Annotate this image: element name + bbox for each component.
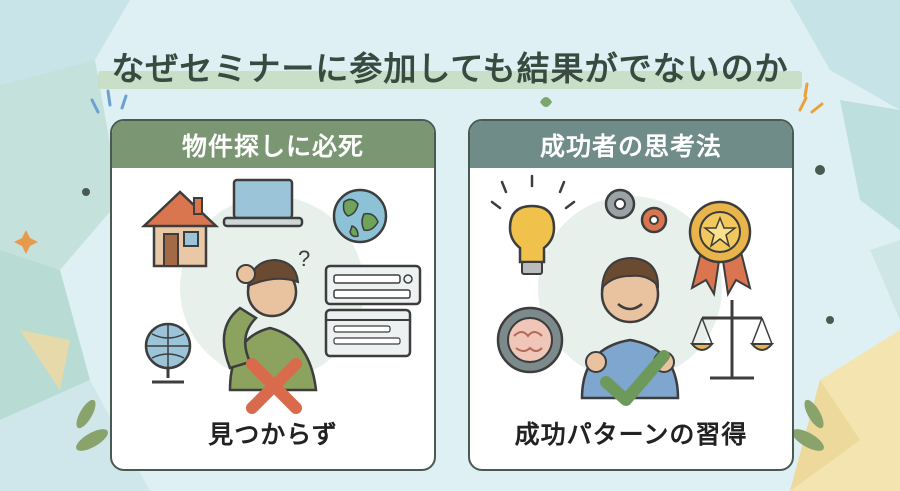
laptop-icon [222,178,304,228]
left-panel-header-label: 物件探しに必死 [181,131,364,161]
right-panel-illustration [490,174,775,406]
right-panel-header-label: 成功者の思考法 [539,131,722,161]
right-panel-caption: 成功パターンの習得 [514,420,748,449]
desk-globe-icon [144,322,192,384]
house-icon [140,190,220,268]
globe-icon [332,188,388,244]
left-panel: 物件探しに必死 ? [110,119,436,471]
page-title: なぜセミナーに参加しても結果がでないのか [111,49,789,88]
right-panel-header: 成功者の思考法 [470,121,792,168]
left-panel-header: 物件探しに必死 [112,121,434,168]
left-panel-illustration: ? [140,178,422,414]
title-banner: なぜセミナーに参加しても結果がでないのか [98,38,802,94]
scales-icon [689,300,775,380]
brain-gear-icon [496,306,564,374]
lightbulb-icon [490,174,576,275]
confused-person-icon [222,258,318,392]
left-panel-caption: 見つからず [208,420,338,449]
browser-window-icon [324,308,412,358]
award-medal-icon [688,200,752,297]
question-mark-icon: ? [298,246,310,271]
cross-mark-icon [246,358,302,414]
check-mark-icon [600,350,670,406]
gears-icon [604,188,668,234]
right-panel: 成功者の思考法 [468,119,794,471]
search-bar-icon [324,264,422,306]
